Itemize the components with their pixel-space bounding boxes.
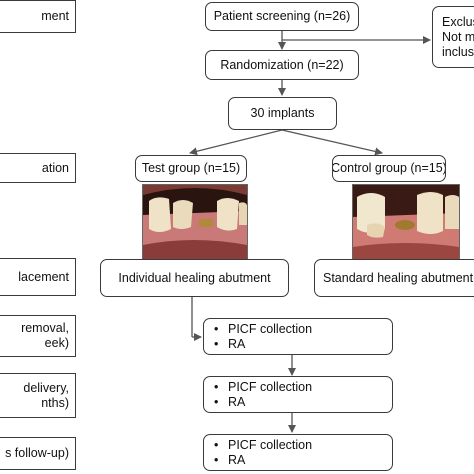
- picf-box-3: PICF collection RA: [203, 434, 393, 471]
- phase-label-line1: delivery,: [23, 380, 69, 395]
- phase-box-crown-delivery: delivery, nths): [0, 373, 76, 418]
- phase-box-enrollment: ment: [0, 0, 76, 33]
- randomization-box: Randomization (n=22): [205, 50, 359, 80]
- control-group-photo: [352, 184, 460, 263]
- ra-item: RA: [214, 337, 245, 352]
- phase-box-randomization: ation: [0, 153, 76, 183]
- implants-box: 30 implants: [228, 97, 337, 130]
- patient-screening-box: Patient screening (n=26): [205, 2, 359, 31]
- control-group-box: Control group (n=15): [332, 155, 446, 182]
- test-group-photo: [142, 184, 248, 263]
- arrow-implants-to-test: [189, 129, 283, 156]
- phase-box-suture-removal: removal, eek): [0, 315, 76, 357]
- picf-box-2: PICF collection RA: [203, 376, 393, 413]
- phase-label-line1: removal,: [21, 321, 69, 335]
- phase-label: ation: [41, 160, 69, 175]
- phase-box-implant-placement: lacement: [0, 258, 76, 296]
- phase-label: lacement: [18, 269, 69, 284]
- arrow-implants-to-control: [281, 129, 383, 156]
- phase-label-line2: nths): [41, 395, 69, 410]
- phase-label: s follow-up): [5, 446, 69, 460]
- phase-box-follow-up: s follow-up): [0, 437, 76, 470]
- control-abutment-box: Standard healing abutment: [314, 259, 474, 297]
- test-group-box: Test group (n=15): [135, 155, 247, 182]
- test-abutment-box: Individual healing abutment: [100, 259, 289, 297]
- picf-item: PICF collection: [214, 322, 312, 337]
- ra-item: RA: [214, 453, 245, 468]
- picf-box-1: PICF collection RA: [203, 318, 393, 355]
- phase-label-line2: eek): [44, 336, 69, 350]
- phase-label: ment: [41, 9, 69, 23]
- exclusion-box: Exclus Not m inclus: [432, 6, 474, 68]
- ra-item: RA: [214, 395, 245, 410]
- picf-item: PICF collection: [214, 438, 312, 453]
- picf-item: PICF collection: [214, 380, 312, 395]
